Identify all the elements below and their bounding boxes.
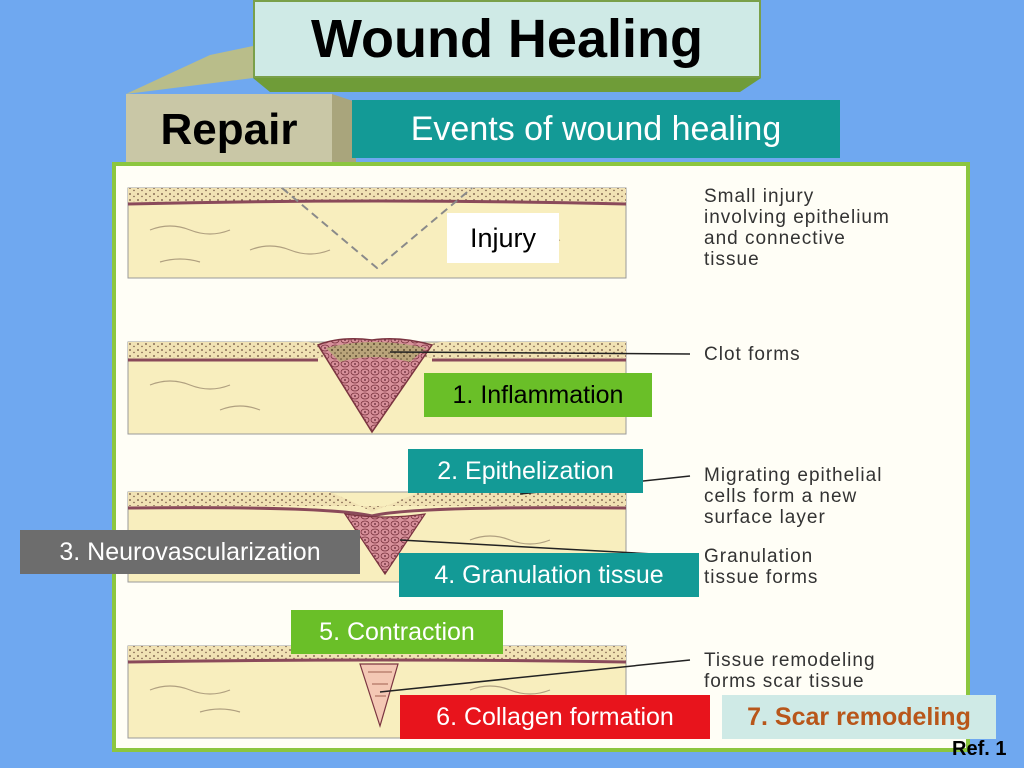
description-migrating-cells: Migrating epithelial cells form a new su… — [704, 465, 883, 528]
label-inflammation: 1. Inflammation — [424, 373, 652, 417]
subtitle: Repair — [126, 94, 332, 166]
label-neurovascularization: 3. Neurovascularization — [20, 530, 360, 574]
label-contraction: 5. Contraction — [291, 610, 503, 654]
label-collagen-formation: 6. Collagen formation — [400, 695, 710, 739]
reference-note: Ref. 1 — [952, 738, 1007, 760]
label-scar-remodeling: 7. Scar remodeling — [722, 695, 996, 739]
description-small-injury: Small injury involving epithelium and co… — [704, 186, 890, 270]
label-injury: Injury — [447, 213, 559, 263]
page-title: Wound Healing — [253, 0, 761, 78]
description-granulation: Granulation tissue forms — [704, 546, 819, 588]
description-clot: Clot forms — [704, 344, 801, 365]
label-granulation-tissue: 4. Granulation tissue — [399, 553, 699, 597]
section-heading: Events of wound healing — [352, 100, 840, 158]
tissue-block-injury — [127, 187, 627, 279]
description-remodeling: Tissue remodeling forms scar tissue — [704, 650, 876, 692]
label-epithelization: 2. Epithelization — [408, 449, 643, 493]
